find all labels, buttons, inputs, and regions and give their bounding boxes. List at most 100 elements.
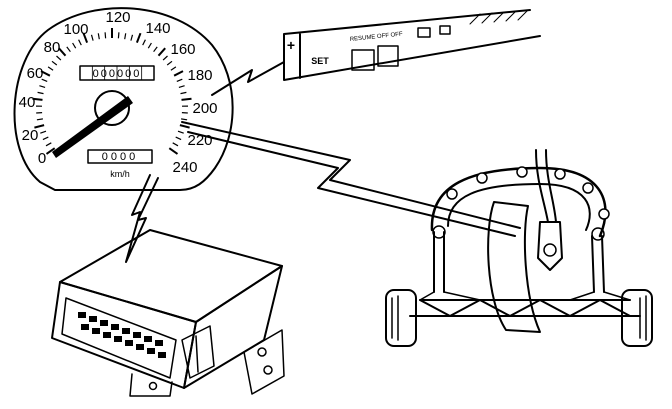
scale-tick [177, 79, 183, 81]
scale-label: 120 [105, 9, 130, 26]
plus-symbol: + [287, 37, 295, 53]
control-module [52, 230, 284, 396]
scale-tick [98, 33, 99, 39]
ecu-mount-hole [264, 366, 272, 374]
scale-tick [181, 92, 187, 93]
ecu-side [184, 266, 282, 388]
scale-tick [167, 61, 172, 65]
connector-pin [92, 328, 100, 334]
scale-tick [43, 137, 48, 140]
actuator-cable [536, 150, 556, 222]
scale-label: 100 [63, 21, 88, 38]
scale-label: 200 [192, 100, 217, 117]
switch-stalk [284, 10, 540, 80]
scale-tick [159, 48, 166, 56]
scale-tick [39, 86, 45, 88]
set-label: SET [311, 56, 329, 66]
scale-label: 180 [187, 67, 212, 84]
scale-tick [171, 67, 176, 70]
actuator-valve [544, 244, 556, 256]
speedometer-needle [52, 91, 133, 158]
scale-tick [118, 32, 119, 38]
connector-pin [147, 348, 155, 354]
scale-tick [92, 35, 94, 41]
odometer: 000000 [80, 66, 154, 80]
signal-link-switch [212, 62, 284, 95]
arch-bolt [517, 167, 527, 177]
connector-pin [100, 320, 108, 326]
scale-tick [38, 92, 44, 93]
switch-knob [418, 28, 430, 37]
scale-tick [148, 43, 151, 48]
scale-label: 0 [38, 150, 46, 167]
right-strut [592, 236, 604, 292]
throttle-assembly [386, 150, 652, 346]
scale-tick [154, 47, 158, 52]
arch-bolt [477, 173, 487, 183]
scale-label: 240 [172, 159, 197, 176]
scale-tick [79, 40, 82, 45]
left-strut [434, 232, 444, 292]
signal-link-speedometer-to-ecu [126, 175, 158, 262]
scale-tick [131, 35, 133, 41]
trip-meter: 0000 km/h [88, 150, 152, 179]
connector-pin [136, 344, 144, 350]
scale-tick [176, 137, 181, 140]
scale-tick [46, 143, 51, 146]
scale-tick [57, 56, 61, 60]
scale-tick [180, 125, 190, 128]
scale-tick [169, 148, 177, 154]
actuator-body [538, 222, 562, 270]
scale-label: 40 [19, 94, 36, 111]
scale-tick [67, 47, 71, 52]
intake-arch-inner [448, 184, 590, 230]
scale-tick [182, 99, 192, 100]
truss-frame [410, 300, 640, 316]
scale-label: 160 [170, 41, 195, 58]
connector-pin [114, 336, 122, 342]
scale-label: 80 [44, 39, 61, 56]
truss-arms [420, 292, 630, 300]
connector-pin [111, 324, 119, 330]
connector-pin [81, 324, 89, 330]
connector-pin [78, 312, 86, 318]
scale-tick [125, 33, 126, 39]
scale-tick [105, 32, 106, 38]
arch-bolt [599, 209, 609, 219]
scale-tick [52, 61, 57, 65]
strut-joint [592, 228, 604, 240]
switch-indicator [440, 26, 450, 34]
cruise-control-switch: + SET RESUME OFF OFF [284, 10, 540, 80]
scale-tick [137, 33, 141, 42]
scale-label: 20 [22, 127, 39, 144]
arch-bolt [555, 169, 565, 179]
ecu-mount-hole [258, 348, 266, 356]
scale-tick [37, 119, 43, 120]
scale-tick [174, 71, 183, 76]
ecu-mounting-foot [130, 374, 172, 396]
ecu-mounting-tab [244, 330, 284, 394]
trip-digits: 0000 [102, 151, 138, 163]
needle [52, 96, 133, 158]
scale-tick [181, 119, 187, 120]
scale-tick [40, 131, 46, 133]
scale-label: 140 [145, 20, 170, 37]
speed-unit: km/h [110, 169, 130, 179]
ecu-mount-hole [150, 383, 157, 390]
scale-tick [163, 56, 167, 60]
scale-tick [73, 43, 76, 48]
scale-label: 60 [27, 65, 44, 82]
scale-tick [178, 131, 184, 133]
arch-bolt [583, 183, 593, 193]
scale-tick [143, 40, 146, 45]
signal-link-to-throttle [182, 122, 520, 236]
connector-pin [125, 340, 133, 346]
connector-pin [89, 316, 97, 322]
odometer-digits: 000000 [93, 68, 142, 80]
connector-pin [103, 332, 111, 338]
connector-pin [158, 352, 166, 358]
connector-pin [155, 340, 163, 346]
connector-pin [144, 336, 152, 342]
